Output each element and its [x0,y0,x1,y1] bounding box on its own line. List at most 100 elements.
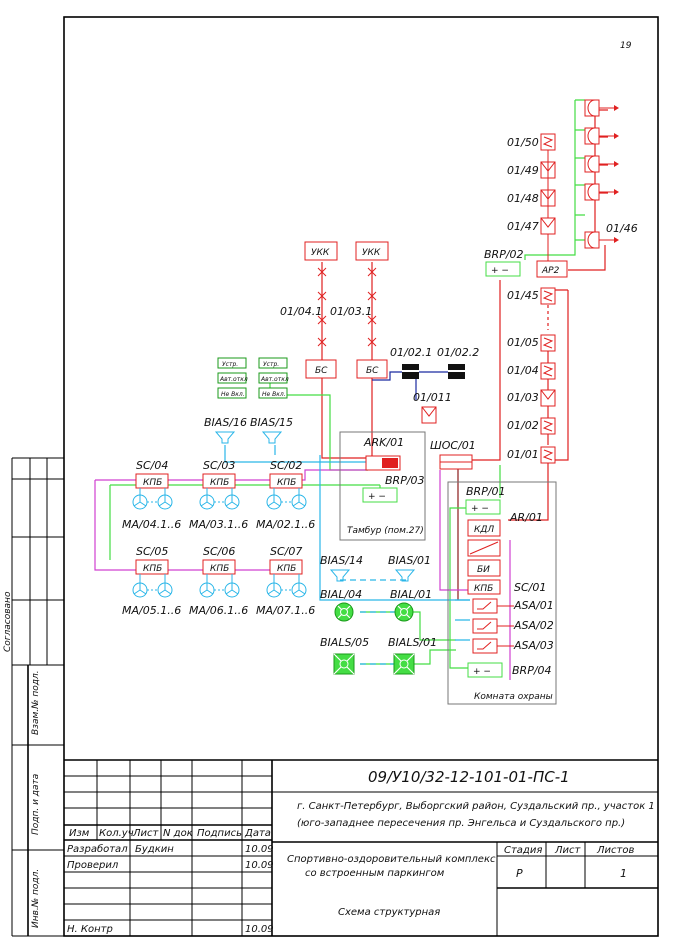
n01-label: 01/01 [507,448,539,461]
shos-unit [439,454,473,470]
n45-label: 01/45 [507,289,539,302]
kpb-sc05: КПБ [135,559,169,575]
fan-icon [157,494,173,510]
asa01-switch-icon [472,598,498,614]
side-label-inv-replace: Взам.№ подл. [31,670,41,735]
fan-icon [199,494,215,510]
ma06-label: MA/06.1..6 [189,604,248,617]
col-izm: Изм [69,828,90,839]
asa01-label: ASA/01 [513,599,554,612]
bial01-label: BIAL/01 [390,588,432,601]
n47-label: 01/47 [507,220,539,233]
fan-icon [266,494,282,510]
object-line-2: со встроенным паркингом [305,868,445,879]
ukk-left-label: УКК [311,248,330,258]
col-ndok: N док [163,828,193,839]
bial01-icon [394,602,414,622]
fan-icon [224,494,240,510]
row1-date: 10.09 [245,844,274,855]
n46-label: 01/46 [606,222,638,235]
sc02-label: SC/02 [270,459,302,472]
col-data: Дата [244,828,271,839]
n01-icon [540,446,556,464]
ma07-label: MA/07.1..6 [256,604,315,617]
ap2-label: AP2 [541,266,560,276]
n03-label: 01/03 [507,391,539,404]
svg-text:+ −: + − [368,492,386,502]
fan-icon [291,494,307,510]
stage-header: Стадия [504,845,542,856]
fan-icon [199,582,215,598]
camera-right-icon [448,364,465,379]
bials05-icon [333,653,355,675]
sc07-label: SC/07 [270,545,302,558]
bias01-icon [395,569,415,582]
kpb-sc04-label: КПБ [143,478,162,488]
kpb-sc02-label: КПБ [277,478,296,488]
ukk-right: УКК [355,241,389,261]
fan-icon [266,582,282,598]
address-line-2: (юго-западнее пересечения пр. Энгельса и… [297,818,625,829]
kpb-sc07-label: КПБ [277,564,296,574]
sc05-label: SC/05 [136,545,168,558]
row2-date: 10.09 [245,860,274,871]
beam-column [584,99,619,249]
bias16-icon [215,431,235,444]
tambour-label: Тамбур (пом.27) [347,526,424,536]
bias15-label: BIAS/15 [250,416,293,429]
status-tag-5: Не Вкл. [221,391,245,398]
bi-label: БИ [477,565,490,575]
kpb-sc03-label: КПБ [210,478,229,488]
link-right-label: 01/03.1 [330,305,372,318]
detector-011-icon [421,406,437,424]
bs-right: БС [356,359,388,379]
bials01-icon [393,653,415,675]
page-number: 19 [620,41,632,51]
status-tag-2: Устр. [263,361,279,368]
kdl-unit: КДЛ [467,519,501,537]
side-label-sign-date: Подп. и дата [31,774,41,835]
bs-left-label: БС [315,366,328,376]
n05-label: 01/05 [507,336,539,349]
ark-label: ARK/01 [363,436,404,449]
camera-left-icon [402,364,419,379]
sheets-header: Листов [596,845,634,856]
brp03-label: BRP/03 [385,474,425,487]
bias14-icon [330,569,350,582]
fan-icon [132,582,148,598]
brp03-unit: + − [362,487,398,503]
bial04-icon [334,602,354,622]
detector-011-label: 01/011 [413,391,452,404]
brp01-label: BRP/01 [466,485,506,498]
svg-text:+ −: + − [471,504,489,514]
tambour-area [339,431,426,541]
svg-text:+ −: + − [491,266,509,276]
n45-icon [540,287,556,305]
sheets-value: 1 [620,867,627,880]
ukk-right-label: УКК [362,248,381,258]
margin-stamp [11,457,64,937]
link-left-label: 01/04.1 [280,305,322,318]
cam-left-label: 01/02.1 [390,346,432,359]
address-line-1: г. Санкт-Петербург, Выборгский район, Су… [297,800,655,812]
ma03-label: MA/03.1..6 [189,518,248,531]
n50-icon [540,133,556,151]
bials05-label: BIALS/05 [320,636,369,649]
doc-code: 09/У10/32-12-101-01-ПС-1 [368,768,570,786]
sc04-label: SC/04 [136,459,168,472]
brp01-unit: + − [465,499,501,515]
n05-icon [540,334,556,352]
kdl-label: КДЛ [474,525,494,535]
ukk-left: УКК [304,241,338,261]
bial04-label: BIAL/04 [320,588,362,601]
n04-label: 01/04 [507,364,539,377]
kpb-sc06-label: КПБ [210,564,229,574]
bias01-label: BIAS/01 [388,554,431,567]
row3-role: Н. Контр [67,924,113,935]
kpb-sc01-label: КПБ [474,584,493,594]
cam-right-label: 01/02.2 [437,346,479,359]
kpb-sc05-label: КПБ [143,564,162,574]
side-label-agreed: Согласовано [3,591,13,652]
sc03-label: SC/03 [203,459,235,472]
status-tags: Устр. Устр. Авт.откл Авт.откл Не Вкл. Не… [217,357,289,399]
